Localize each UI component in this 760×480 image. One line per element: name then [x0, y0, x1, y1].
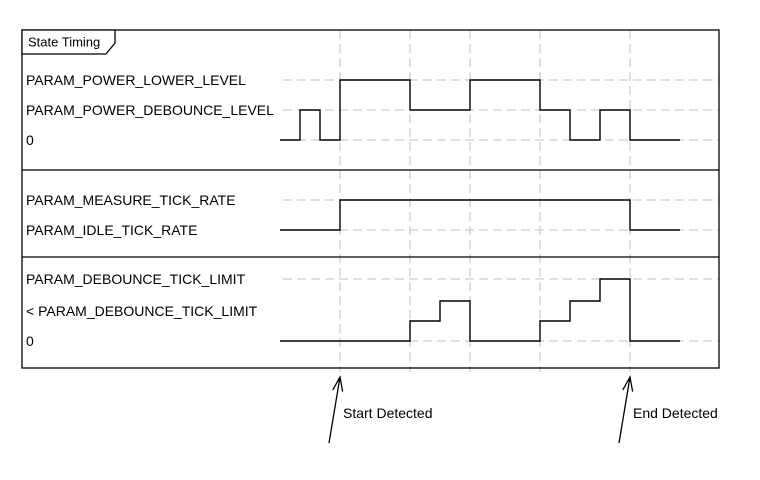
annotation-start-detected: Start Detected	[343, 405, 433, 421]
grid-layer	[283, 30, 719, 372]
waveform-layer	[280, 79, 680, 342]
annotation-arrowhead-0	[332, 375, 344, 392]
frame-title-tab	[21, 29, 116, 55]
annotation-arrowhead-1	[622, 375, 634, 392]
waveform-power-level	[280, 79, 680, 141]
waveform-debounce-ticks	[280, 278, 680, 342]
label-param-measure-tick-rate: PARAM_MEASURE_TICK_RATE	[26, 192, 236, 208]
label-param-power-debounce-level: PARAM_POWER_DEBOUNCE_LEVEL	[26, 102, 274, 118]
waveform-tick-rate	[280, 199, 680, 231]
frame-layer	[21, 29, 720, 369]
annotation-arrows-layer	[328, 375, 634, 444]
annotation-arrow-shaft-0	[328, 376, 341, 444]
label-debounce-zero: 0	[26, 333, 34, 349]
diagram-tab-label: State Timing	[28, 35, 100, 50]
label-param-power-lower-level: PARAM_POWER_LOWER_LEVEL	[26, 72, 246, 88]
annotation-end-detected: End Detected	[633, 405, 718, 421]
text-layer: State Timing PARAM_POWER_LOWER_LEVEL PAR…	[26, 35, 718, 422]
diagram-frame	[21, 29, 720, 369]
label-below-debounce-tick-limit: < PARAM_DEBOUNCE_TICK_LIMIT	[26, 303, 258, 319]
label-param-debounce-tick-limit: PARAM_DEBOUNCE_TICK_LIMIT	[26, 271, 246, 287]
label-param-idle-tick-rate: PARAM_IDLE_TICK_RATE	[26, 222, 197, 238]
label-power-zero: 0	[26, 132, 34, 148]
annotation-arrow-shaft-1	[618, 376, 631, 444]
